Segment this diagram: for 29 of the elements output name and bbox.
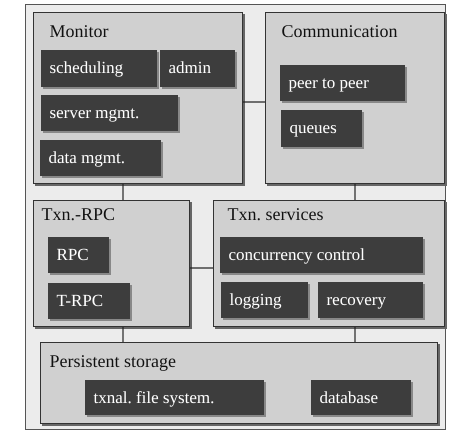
component-box <box>40 342 438 424</box>
component-title: Monitor <box>50 20 109 40</box>
module-box: queues <box>280 110 362 146</box>
module-box: RPC <box>48 236 108 272</box>
module-box: peer to peer <box>280 64 404 100</box>
module-box: server mgmt. <box>40 94 178 130</box>
component-box <box>264 12 444 184</box>
module-box: txnal. file system. <box>84 380 264 414</box>
module-box: scheduling <box>40 50 156 86</box>
module-box: data mgmt. <box>40 140 160 176</box>
connector-line <box>190 267 213 269</box>
component-title: Communication <box>282 20 398 40</box>
component-title: Txn. services <box>228 204 324 224</box>
module-box: logging <box>220 282 308 318</box>
component-title: Persistent storage <box>50 350 176 370</box>
connector-line <box>354 184 356 200</box>
connector-line <box>243 101 265 103</box>
connector-line <box>122 184 124 200</box>
module-box: recovery <box>318 282 422 318</box>
connector-line <box>122 327 124 342</box>
module-box: database <box>310 380 410 414</box>
component-title: Txn.-RPC <box>42 204 116 224</box>
module-box: T-RPC <box>48 282 130 318</box>
component-box <box>212 200 444 326</box>
module-box: admin <box>160 50 234 86</box>
module-box: concurrency control <box>220 236 422 272</box>
component-box <box>32 200 190 326</box>
component-box <box>32 12 242 184</box>
connector-line <box>354 327 356 342</box>
